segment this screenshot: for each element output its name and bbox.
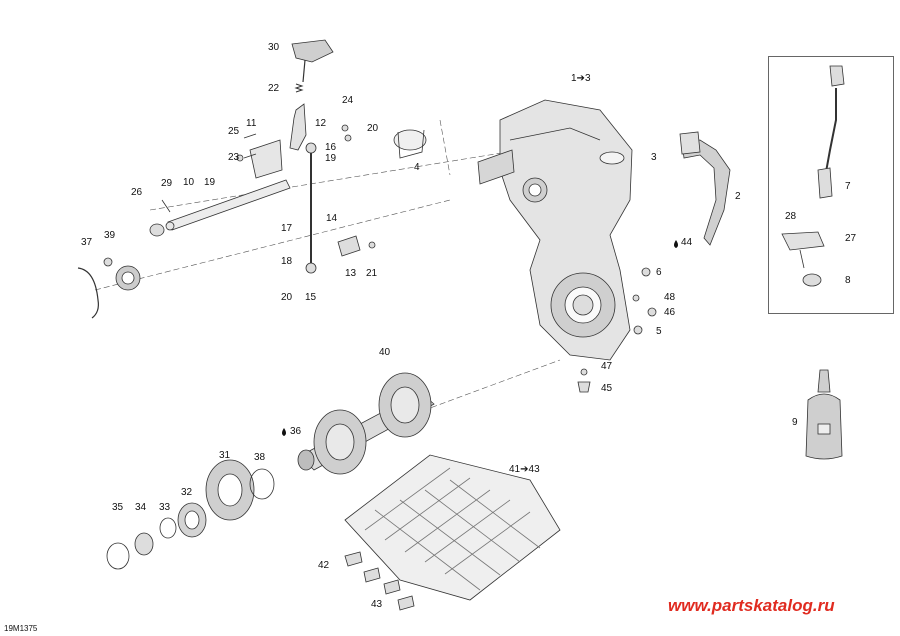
callout-11: 11 (246, 118, 257, 129)
inset-panel (768, 56, 894, 314)
inset-sensor (781, 65, 845, 287)
callout-5: 5 (656, 326, 662, 337)
callout-26: 26 (131, 187, 143, 198)
gearbox-housing (477, 99, 633, 361)
callout-20a: 20 (367, 123, 379, 134)
callout-29: 29 (161, 178, 173, 189)
callout-32: 32 (181, 487, 193, 498)
callout-23: 23 (228, 152, 240, 163)
callout-18: 18 (281, 256, 293, 267)
callout-28: 28 (785, 211, 797, 222)
watermark: www.partskatalog.ru (668, 596, 835, 615)
slide-grid (344, 454, 561, 601)
callout-24: 24 (342, 95, 354, 106)
callout-42: 42 (318, 560, 330, 571)
callout-10: 10 (183, 177, 195, 188)
callout-14: 14 (326, 213, 338, 224)
callout-1-to-3: 1➔3 (571, 73, 591, 84)
callout-36: 36 (290, 426, 302, 437)
callout-13: 13 (345, 268, 357, 279)
callout-20b: 20 (281, 292, 293, 303)
lubricant-bottle (805, 369, 843, 460)
callout-30: 30 (268, 42, 280, 53)
callout-7: 7 (845, 181, 851, 192)
callout-43: 43 (371, 599, 383, 610)
callout-48: 48 (664, 292, 676, 303)
callout-15: 15 (305, 292, 317, 303)
callout-27: 27 (845, 233, 857, 244)
callout-19b: 19 (325, 153, 337, 164)
callout-22: 22 (268, 83, 280, 94)
callout-33: 33 (159, 502, 171, 513)
callout-8: 8 (845, 275, 851, 286)
callout-47: 47 (601, 361, 613, 372)
callout-35: 35 (112, 502, 124, 513)
callout-40: 40 (379, 347, 391, 358)
callout-46: 46 (664, 307, 676, 318)
callout-9: 9 (792, 417, 798, 428)
diagram-code: 19M1375 (4, 624, 38, 633)
callout-21: 21 (366, 268, 378, 279)
callout-41-to-43: 41➔43 (509, 464, 540, 475)
callout-25: 25 (228, 126, 240, 137)
callout-17: 17 (281, 223, 293, 234)
callout-4: 4 (414, 162, 420, 173)
callout-38: 38 (254, 452, 266, 463)
callout-37: 37 (81, 237, 93, 248)
callout-2: 2 (735, 191, 741, 202)
callout-16: 16 (325, 142, 337, 153)
callout-45: 45 (601, 383, 613, 394)
callout-6: 6 (656, 267, 662, 278)
callout-44: 44 (681, 237, 693, 248)
callout-12: 12 (315, 118, 327, 129)
callout-31: 31 (219, 450, 231, 461)
callout-39: 39 (104, 230, 116, 241)
callout-19a: 19 (204, 177, 216, 188)
callout-34: 34 (135, 502, 147, 513)
drive-axle (297, 372, 435, 475)
shift-lever (291, 39, 334, 83)
callout-3: 3 (651, 152, 657, 163)
